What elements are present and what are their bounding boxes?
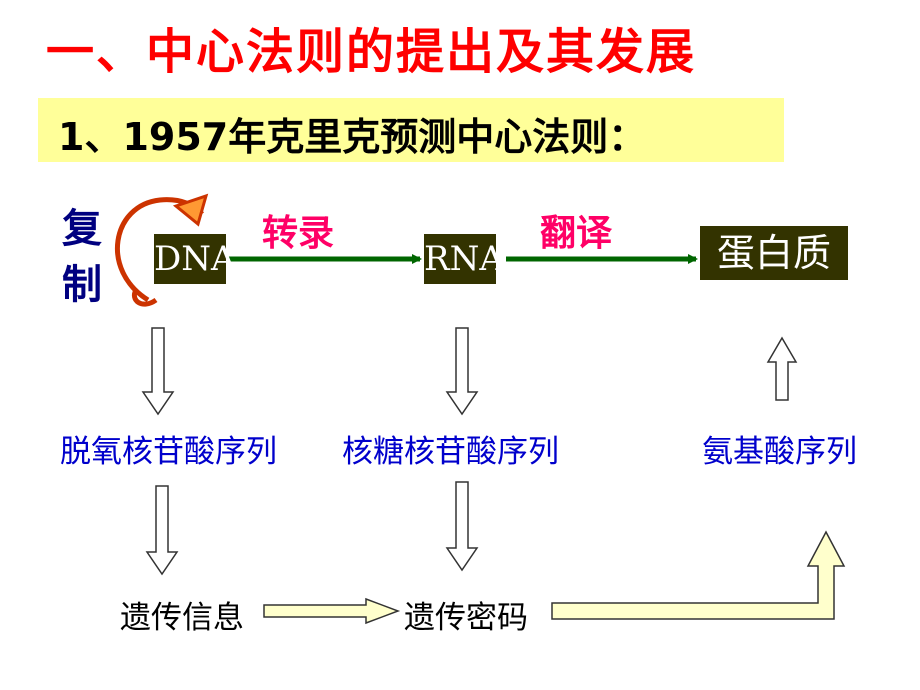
genetic-code-label: 遗传密码 xyxy=(404,600,528,636)
subtitle: 1、1957年克里克预测中心法则： xyxy=(58,115,647,159)
down-arrow-dna-2 xyxy=(145,485,179,576)
replication-label-2: 制 xyxy=(62,262,102,308)
replication-arrowhead xyxy=(172,193,209,227)
deoxyribonucleotide-sequence-label: 脱氧核苷酸序列 xyxy=(60,434,277,470)
replication-loop-arrow-tail xyxy=(132,288,158,307)
up-arrow-protein xyxy=(766,336,798,401)
replication-label-1: 复 xyxy=(62,206,102,252)
block-arrow-info-to-code xyxy=(263,597,401,625)
protein-node: 蛋白质 xyxy=(700,226,848,280)
down-arrow-rna-2 xyxy=(445,481,479,572)
l-arrow-code-to-amino xyxy=(551,530,846,620)
rna-node: RNA xyxy=(424,234,504,284)
ribonucleotide-sequence-label: 核糖核苷酸序列 xyxy=(342,434,559,470)
amino-acid-sequence-label: 氨基酸序列 xyxy=(702,434,857,470)
down-arrow-dna-1 xyxy=(141,327,175,416)
page-title: 一、中心法则的提出及其发展 xyxy=(46,24,697,80)
genetic-info-label: 遗传信息 xyxy=(120,600,244,636)
transcription-label: 转录 xyxy=(262,213,335,254)
dna-node: DNA xyxy=(154,234,236,284)
down-arrow-rna-1 xyxy=(445,327,479,416)
translation-label: 翻译 xyxy=(540,213,613,254)
subtitle-highlight xyxy=(38,98,784,162)
